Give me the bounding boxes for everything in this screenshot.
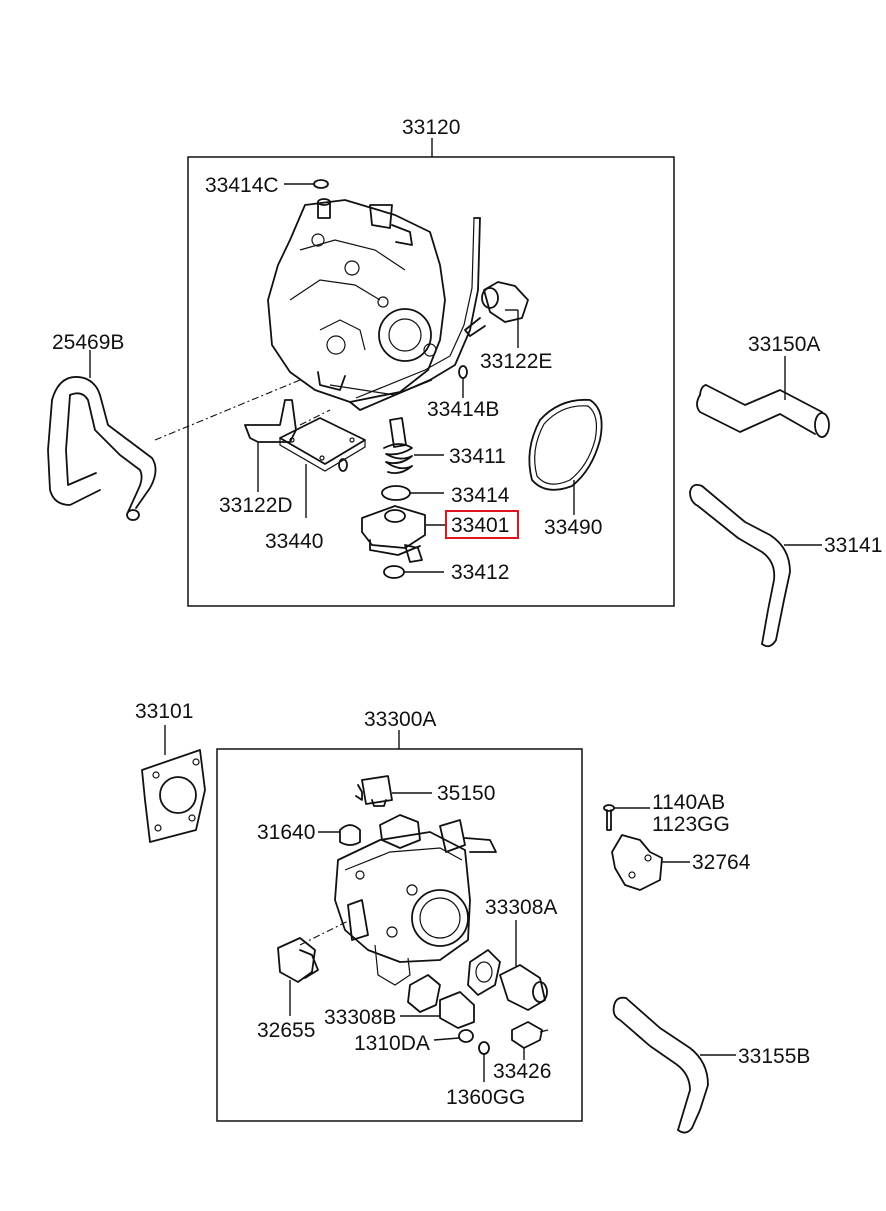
label-33155B[interactable]: 33155B [738,1045,810,1068]
part-tube [349,217,481,411]
label-33150A[interactable]: 33150A [748,333,820,356]
part-25469B [47,376,157,521]
label-33300A[interactable]: 33300A [364,708,436,731]
part-throttle-body [334,814,497,986]
dash-line-1 [154,379,301,441]
label-33411[interactable]: 33411 [449,445,506,468]
label-33122E[interactable]: 33122E [480,350,552,373]
part-33490 [528,398,603,491]
label-32655[interactable]: 32655 [257,1019,315,1042]
label-32764[interactable]: 32764 [692,851,751,874]
part-32655 [277,937,319,983]
label-35150[interactable]: 35150 [437,782,495,805]
label-33308B[interactable]: 33308B [324,1006,396,1029]
part-33122E [464,281,529,337]
label-1360GG[interactable]: 1360GG [446,1086,525,1109]
dash-line-2 [299,409,331,426]
part-tube-inner [355,217,475,399]
part-33308B [439,991,475,1029]
label-33414B[interactable]: 33414B [427,398,499,421]
leader-1310DA [433,1037,460,1041]
part-33308B-gasket [407,974,441,1013]
part-33411 [383,417,413,475]
label-1310DA[interactable]: 1310DA [354,1032,430,1055]
label-33101[interactable]: 33101 [135,700,193,723]
highlight-box-33401[interactable] [445,510,519,539]
part-33101 [141,749,206,843]
label-33426[interactable]: 33426 [493,1060,551,1083]
part-1310DA [458,1029,474,1043]
part-31640 [339,824,361,846]
part-32764 [611,834,663,891]
label-25469B[interactable]: 25469B [52,331,124,354]
part-33308A [499,964,548,1011]
label-33414[interactable]: 33414 [451,484,510,507]
label-1140AB[interactable]: 1140AB [652,791,725,814]
label-1123GG[interactable]: 1123GG [652,813,730,836]
part-33440-ring [338,458,348,472]
part-33414 [381,485,411,501]
part-vaporizer-body [267,198,446,403]
label-33122D[interactable]: 33122D [219,494,293,517]
part-33440-edge [279,438,366,472]
part-33150A [696,384,830,438]
part-1360GG [478,1041,490,1055]
assembly-box-33120 [187,156,675,607]
label-33120[interactable]: 33120 [402,116,460,139]
part-33426 [511,1021,549,1049]
part-33412 [383,565,405,579]
part-33414C [313,179,329,189]
label-33308A[interactable]: 33308A [485,896,557,919]
part-33308A-gasket [467,949,501,996]
label-33490[interactable]: 33490 [544,516,602,539]
part-35150 [355,775,393,807]
part-33308A-gasket-hole [475,961,493,983]
label-33412[interactable]: 33412 [451,561,509,584]
part-33490-inner [534,405,598,485]
label-33141[interactable]: 33141 [824,534,882,557]
label-31640[interactable]: 31640 [257,821,315,844]
dash-line-3 [299,919,351,946]
part-33440 [279,417,366,465]
part-33155B [612,996,709,1134]
label-33440[interactable]: 33440 [265,530,323,553]
label-33414C[interactable]: 33414C [205,174,279,197]
part-33414B [458,365,468,379]
label-33401[interactable]: 33401 [451,514,509,537]
part-33122D [244,399,297,443]
part-33141 [689,483,791,648]
part-1140AB-bolt [603,804,615,831]
part-33401 [361,505,426,563]
